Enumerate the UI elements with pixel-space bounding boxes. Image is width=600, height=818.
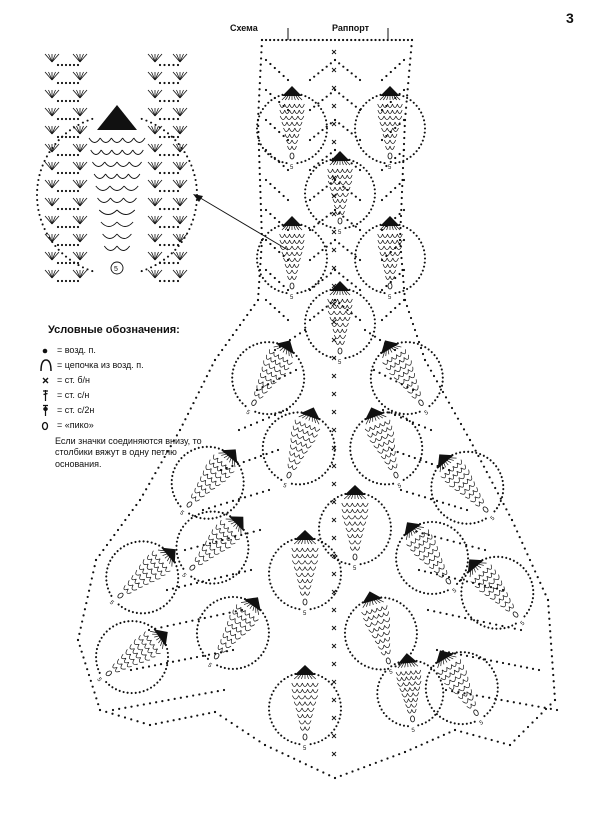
pineapple-motif: 5 xyxy=(349,407,424,490)
pineapple-motif: 5 xyxy=(105,540,180,615)
pineapple-motif: 5 xyxy=(460,555,535,630)
pineapple-motif: 5 xyxy=(261,407,336,490)
pineapple-motif: 5 xyxy=(95,620,170,695)
pineapple-motif: 5 xyxy=(353,86,427,171)
motif-row-number: 5 xyxy=(178,510,185,517)
pineapple-motif: 5 xyxy=(430,450,505,525)
legend-item-single-crochet: = ст. б/н xyxy=(40,373,220,388)
motif-row-number: 5 xyxy=(180,573,187,580)
motif-row-number: 5 xyxy=(290,295,294,301)
inset-row-number: 5 xyxy=(114,266,118,273)
inset-picot xyxy=(110,261,124,275)
motif-row-number: 5 xyxy=(479,720,485,727)
motif-row-number: 5 xyxy=(338,230,342,236)
legend-item-chain: = возд. п. xyxy=(40,343,220,358)
motif-row-number: 5 xyxy=(353,566,357,572)
legend-item-label: = цепочка из возд. п. xyxy=(57,359,144,370)
pineapple-motif: 5 xyxy=(395,520,470,595)
pineapple-motif: 5 xyxy=(175,510,250,585)
legend-item-treble-crochet: = ст. с/2н xyxy=(40,403,220,418)
pineapple-motif: 5 xyxy=(268,665,342,752)
picot-icon xyxy=(40,419,54,432)
motif-row-number: 5 xyxy=(388,295,392,301)
legend-item-label: = ст. с/н xyxy=(57,389,90,400)
motif-row-number: 5 xyxy=(411,728,416,734)
motif-row-number: 5 xyxy=(338,360,342,366)
double-crochet-icon xyxy=(40,389,54,402)
pineapple-motif: 5 xyxy=(268,530,342,617)
pineapple-motif: 5 xyxy=(231,340,306,417)
motif-row-number: 5 xyxy=(424,410,430,417)
motif-row-number: 5 xyxy=(95,677,102,684)
pineapple-motif: 5 xyxy=(424,650,499,727)
rapport-bracket xyxy=(260,28,414,42)
chain-dot-icon xyxy=(40,344,54,357)
motif-row-number: 5 xyxy=(303,746,307,752)
legend-title: Условные обозначения: xyxy=(48,324,180,336)
pineapple-motif: 5 xyxy=(353,216,427,301)
pineapple-motif: 5 xyxy=(343,591,418,676)
motif-row-number: 5 xyxy=(290,165,294,171)
legend: Условные обозначения: = возд. п. = цепоч… xyxy=(40,324,220,471)
legend-item-picot: = «пико» xyxy=(40,418,220,433)
detail-arrow xyxy=(193,194,289,251)
schema-label: Схема xyxy=(230,23,258,33)
motif-row-number: 5 xyxy=(303,611,307,617)
pineapple-motif: 5 xyxy=(369,340,444,417)
legend-item-label: = «пико» xyxy=(57,419,94,430)
motif-row-number: 5 xyxy=(452,587,459,594)
motif-row-number: 5 xyxy=(108,600,115,607)
pineapple-motif: 5 xyxy=(195,595,270,670)
pineapple-motif: 5 xyxy=(318,485,392,572)
pineapple-motif: 5 xyxy=(303,151,377,236)
treble-crochet-icon xyxy=(40,404,54,417)
legend-item-label: = ст. с/2н xyxy=(57,404,95,415)
legend-item-chain-arch: = цепочка из возд. п. xyxy=(40,358,220,373)
motif-row-number: 5 xyxy=(397,483,403,490)
pineapple-motif: 5 xyxy=(255,216,329,301)
chain-arch-icon xyxy=(40,358,54,372)
motif-row-number: 5 xyxy=(388,165,392,171)
motif-row-number: 5 xyxy=(245,410,251,417)
motif-row-number: 5 xyxy=(282,483,288,490)
skirt-outline xyxy=(76,38,559,780)
pineapple-motif: 5 xyxy=(255,86,329,171)
detail-inset: 5 xyxy=(35,53,199,283)
inset-pineapple-top xyxy=(97,105,137,130)
motif-row-number: 5 xyxy=(520,620,527,627)
rapport-label: Раппорт xyxy=(332,23,370,33)
cross-icon xyxy=(40,374,54,387)
legend-item-label: = возд. п. xyxy=(57,344,96,355)
legend-item-label: = ст. б/н xyxy=(57,374,91,385)
legend-note: Если значки соединяются внизу, то столби… xyxy=(55,435,202,470)
pineapple-motif: 5 xyxy=(303,281,377,366)
motif-row-number: 5 xyxy=(206,662,213,669)
pineapple-motif: 5 xyxy=(376,653,445,734)
motif-row-number: 5 xyxy=(389,669,394,676)
legend-item-double-crochet: = ст. с/н xyxy=(40,388,220,403)
page-number: 3 xyxy=(566,10,574,26)
pineapple-motif: 5 xyxy=(170,445,245,520)
motif-row-number: 5 xyxy=(490,515,497,522)
pineapple-motifs: 5 5 5 5 5 5 5 5 5 5 5 5 5 5 5 5 5 5 5 5 5 5 5 5 xyxy=(95,86,535,752)
arrow-head xyxy=(193,194,203,202)
